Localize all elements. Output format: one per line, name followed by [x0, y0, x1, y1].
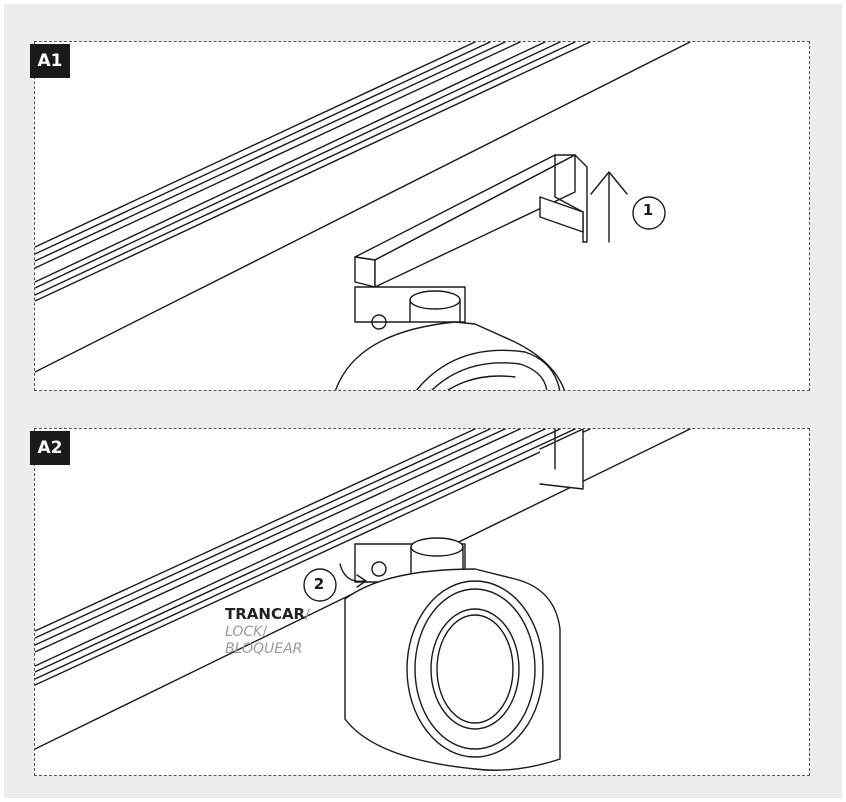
track-light-locked-drawing	[35, 429, 691, 771]
label-separator: /	[305, 607, 310, 623]
panel-a2-illustration	[34, 428, 810, 776]
lock-label-english: LOCK	[225, 624, 263, 640]
label-separator: /	[262, 624, 268, 640]
panel-a1-illustration	[34, 41, 810, 391]
track-light-insert-drawing	[35, 42, 691, 390]
spotlight-head	[335, 321, 565, 390]
step-number-1: 1	[642, 201, 654, 219]
track-rail	[35, 42, 691, 373]
lock-label-primary: TRANCAR	[225, 605, 306, 623]
step-number-2: 2	[313, 575, 325, 593]
track-adapter	[354, 154, 588, 330]
step-1-circle	[632, 196, 666, 230]
up-arrow-icon	[590, 171, 628, 243]
lock-label-spanish: BLOQUEAR	[225, 641, 303, 657]
rotate-arrow-icon	[339, 563, 367, 588]
panel-label-a2: A2	[30, 431, 70, 465]
spotlight-head	[344, 568, 561, 771]
lock-instruction-label: TRANCAR/ LOCK/ BLOQUEAR	[225, 606, 310, 658]
panel-label-a1: A1	[30, 44, 70, 78]
step-2-circle	[303, 568, 337, 602]
